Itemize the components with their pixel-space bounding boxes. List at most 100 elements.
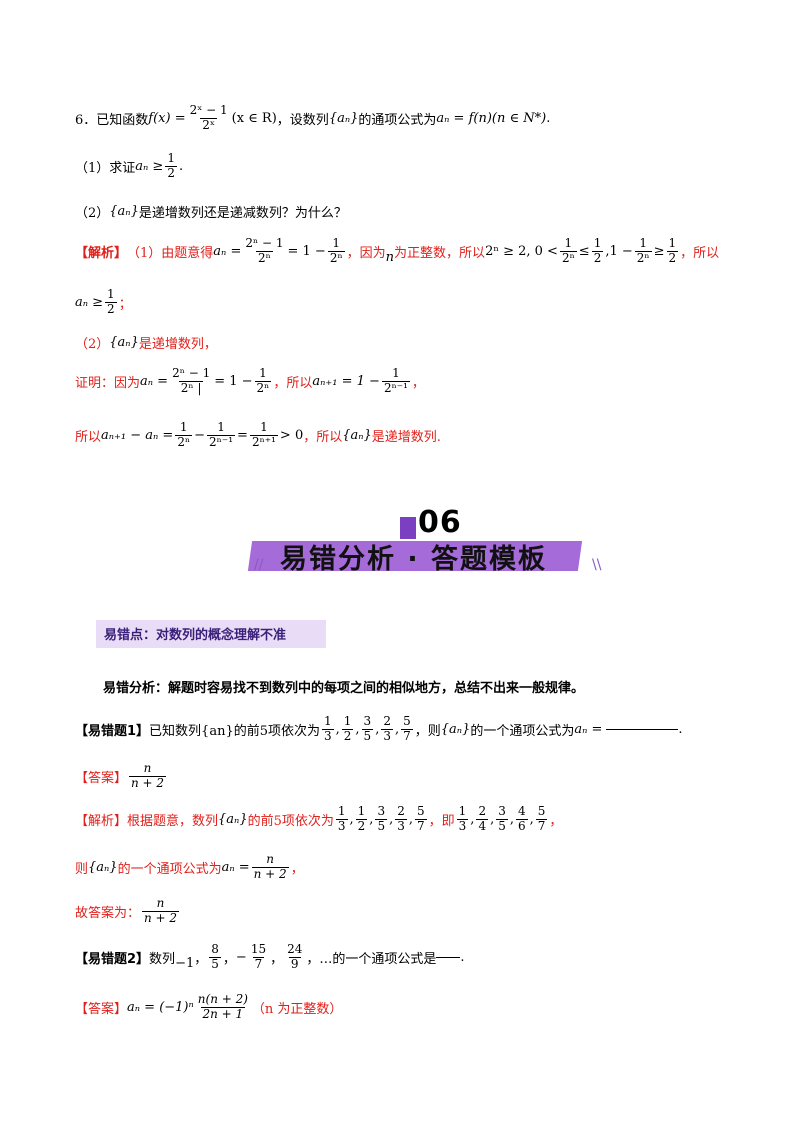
- e1-t2: ，则: [414, 723, 441, 739]
- q6-part2-text: 是递增数列还是递减数列？为什么？: [138, 206, 347, 221]
- sol1-eq1: = 1 −: [287, 243, 326, 259]
- s1-t1: 根据题意，数列: [127, 813, 219, 829]
- e1-t1: 已知数列{an}的前5项依次为: [149, 723, 320, 739]
- sol2-so: ，所以: [273, 375, 313, 391]
- sol1-pos: 为正整数，所以: [394, 245, 486, 261]
- e2-answer-blank[interactable]: [436, 956, 461, 958]
- sol2-an1: aₙ₊₁ = 1 −: [312, 373, 380, 389]
- s1-first-separator: ,: [369, 811, 374, 827]
- q6-formula: aₙ = f(n)(n ∈ N*): [436, 110, 547, 126]
- a2-an: aₙ = (−1)ⁿ: [127, 999, 194, 1015]
- s1-first-separator: ,: [389, 811, 394, 827]
- s1-t8: 故答案为：: [75, 905, 141, 921]
- a2-note: （n 为正整数）: [251, 1001, 343, 1017]
- e1-answer-blank[interactable]: [606, 728, 679, 730]
- sol2-label: （2）: [75, 337, 110, 352]
- e1-end: .: [678, 721, 683, 737]
- point-title: 易错点：对数列的概念理解不准: [104, 628, 287, 643]
- e2-c1: ，: [194, 951, 208, 967]
- e1-separator: ,: [355, 721, 360, 737]
- e1-separator: ,: [335, 721, 340, 737]
- sol1-because: ，因为: [346, 245, 386, 261]
- sol2-so2: 所以: [75, 429, 102, 445]
- s1-second-separator: ,: [490, 811, 495, 827]
- sol1-l2-end: ；: [118, 296, 132, 312]
- sol2-eq2: =: [237, 427, 248, 443]
- a1-tag: 【答案】: [75, 770, 128, 786]
- sol2-text: 是递增数列，: [138, 337, 217, 352]
- e1-tag: 【易错题1】: [75, 723, 150, 739]
- e1-separator: ,: [375, 721, 380, 737]
- e2-tag: 【易错题2】: [75, 951, 150, 967]
- point-highlight: [96, 620, 326, 648]
- sol2-eq: = 1 −: [214, 373, 253, 389]
- section-banner: 06 易错分析 · 答题模板 // \\: [247, 505, 610, 585]
- s1-t7: ，: [290, 861, 304, 877]
- s1-tag: 【解析】: [75, 813, 128, 829]
- s1-t4: ，: [549, 813, 563, 829]
- s1-t5: 则: [75, 861, 89, 877]
- a2-tag: 【答案】: [75, 1001, 128, 1017]
- q6-part1-expr: aₙ ≥: [135, 158, 164, 174]
- q6-seq: {aₙ}: [328, 110, 359, 126]
- s1-second-separator: ,: [470, 811, 475, 827]
- q6-part2-label: （2）: [75, 206, 110, 221]
- e1-an: aₙ =: [574, 721, 603, 737]
- e2-t2: ，…的一个通项公式是: [306, 951, 437, 967]
- sol2-proof-label: 证明：因为: [75, 375, 141, 391]
- q6-domain: (x ∈ R): [231, 110, 277, 126]
- q6-part2-seq: {aₙ}: [109, 204, 139, 219]
- s1-seq2: {aₙ}: [88, 859, 118, 875]
- e2-minus: −: [235, 949, 247, 965]
- sol1-an: aₙ =: [213, 243, 242, 259]
- sol2-comma: ，: [411, 375, 425, 391]
- q6-tail: 的通项公式为: [358, 112, 437, 128]
- q6-part1-end: .: [178, 158, 184, 174]
- e2-t1: 数列: [149, 951, 176, 967]
- sol1-le: ≤: [578, 243, 590, 259]
- sol2-diff: aₙ₊₁ − aₙ =: [101, 427, 174, 443]
- sol2-seq2: {aₙ}: [342, 427, 372, 443]
- sol1-tag: 【解析】: [75, 245, 128, 261]
- analysis-text: 易错分析：解题时容易找不到数列中的每项之间的相似地方，总结不出来一般规律。: [103, 681, 585, 696]
